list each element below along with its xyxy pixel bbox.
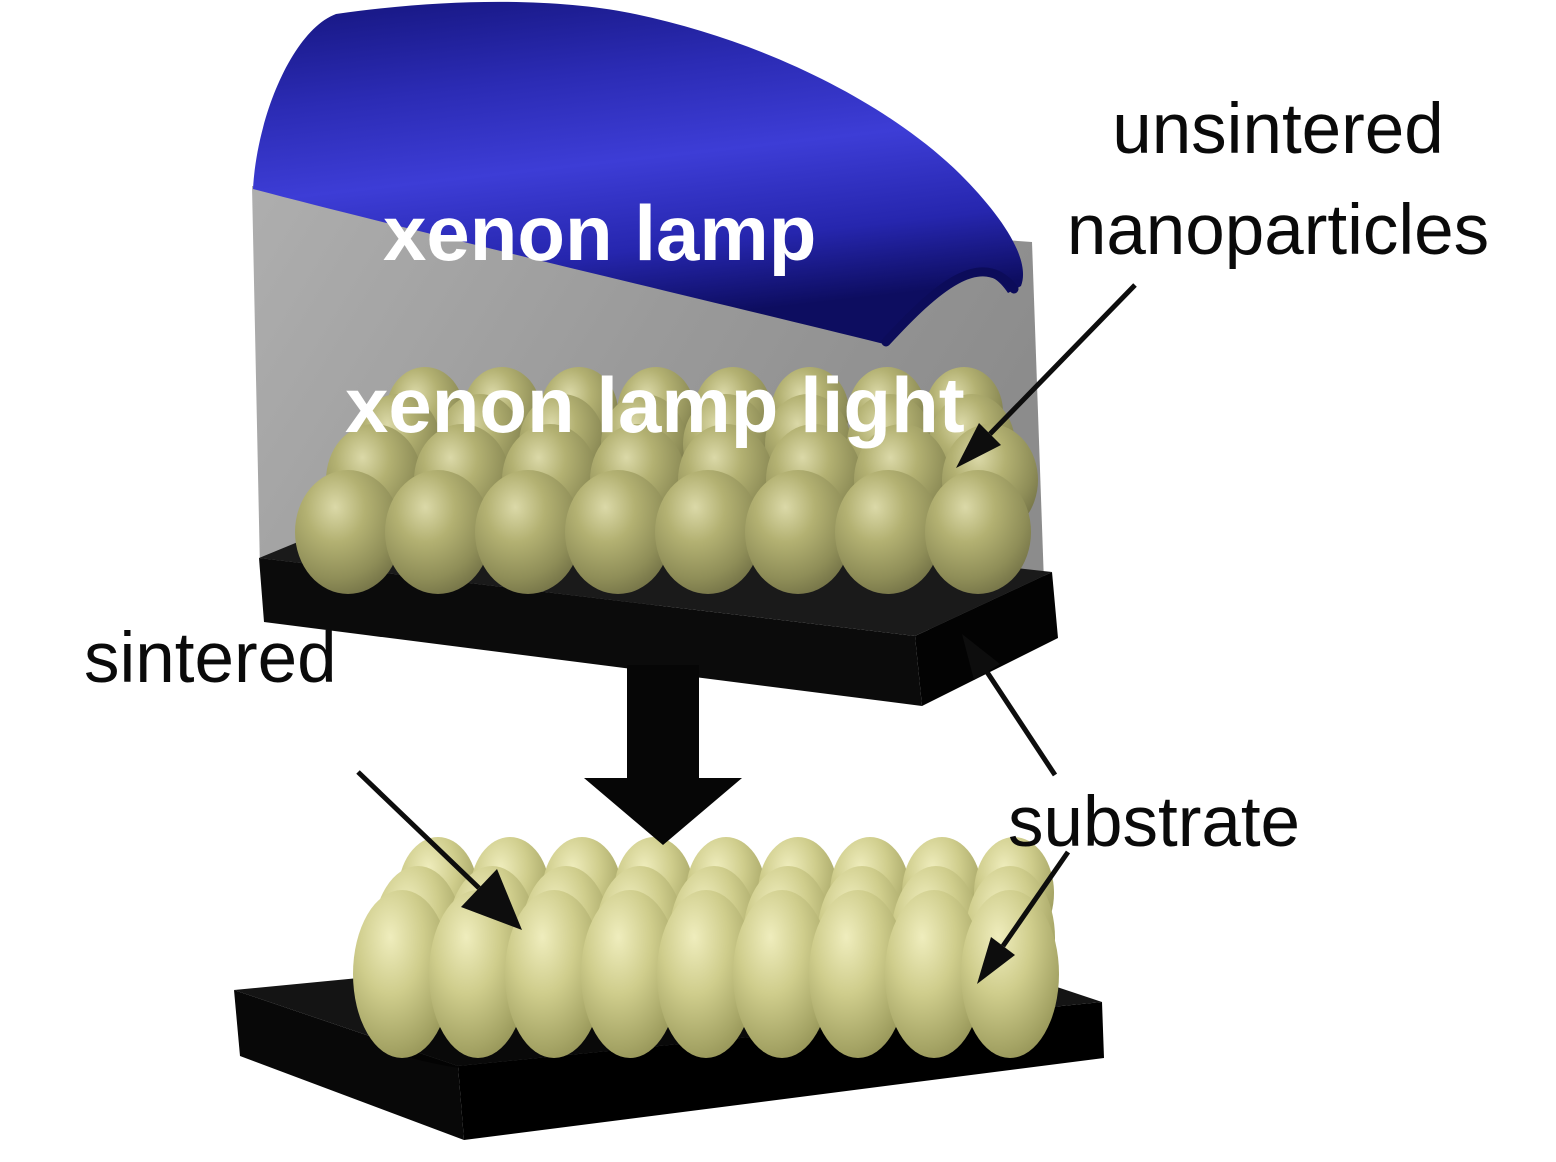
nanoparticle-sphere [581,890,679,1058]
nanoparticle-sphere [429,890,527,1058]
sintered-label: sintered [84,619,337,698]
substrate-pointer-arrow-upper [962,634,1058,777]
nanoparticle-sphere [385,470,491,594]
unsintered-label-line1: unsintered [1112,90,1444,169]
nanoparticle-sphere [505,890,603,1058]
sintered-pointer-arrow [356,770,522,930]
unsintered-nanoparticles-cluster [295,367,1038,594]
nanoparticle-sphere [835,470,941,594]
xenon-lamp-shape [253,1,1024,347]
nanoparticle-sphere [565,470,671,594]
substrate-label: substrate [1008,783,1301,862]
sintered-nanoparticles-block [353,837,1059,1058]
nanoparticle-sphere [745,470,851,594]
nanoparticle-sphere [809,890,907,1058]
nanoparticle-sphere [353,890,451,1058]
unsintered-nanoparticles-label: unsintered nanoparticles [1020,80,1536,282]
nanoparticle-sphere [733,890,831,1058]
xenon-lamp-light-label: xenon lamp light [345,361,965,449]
nanoparticle-sphere [961,890,1059,1058]
nanoparticle-sphere [475,470,581,594]
lamp-end-rim [881,267,1019,347]
nanoparticle-sphere [885,890,983,1058]
unsintered-pointer-arrow [956,283,1137,468]
substrate-pointer-arrow-lower [977,850,1071,984]
nanoparticle-sphere [925,470,1031,594]
process-down-arrow [584,665,742,845]
nanoparticle-sphere [655,470,761,594]
unsintered-label-line2: nanoparticles [1066,190,1490,270]
nanoparticle-sphere [295,470,401,594]
nanoparticle-sphere [657,890,755,1058]
xenon-lamp-label: xenon lamp [383,189,817,277]
